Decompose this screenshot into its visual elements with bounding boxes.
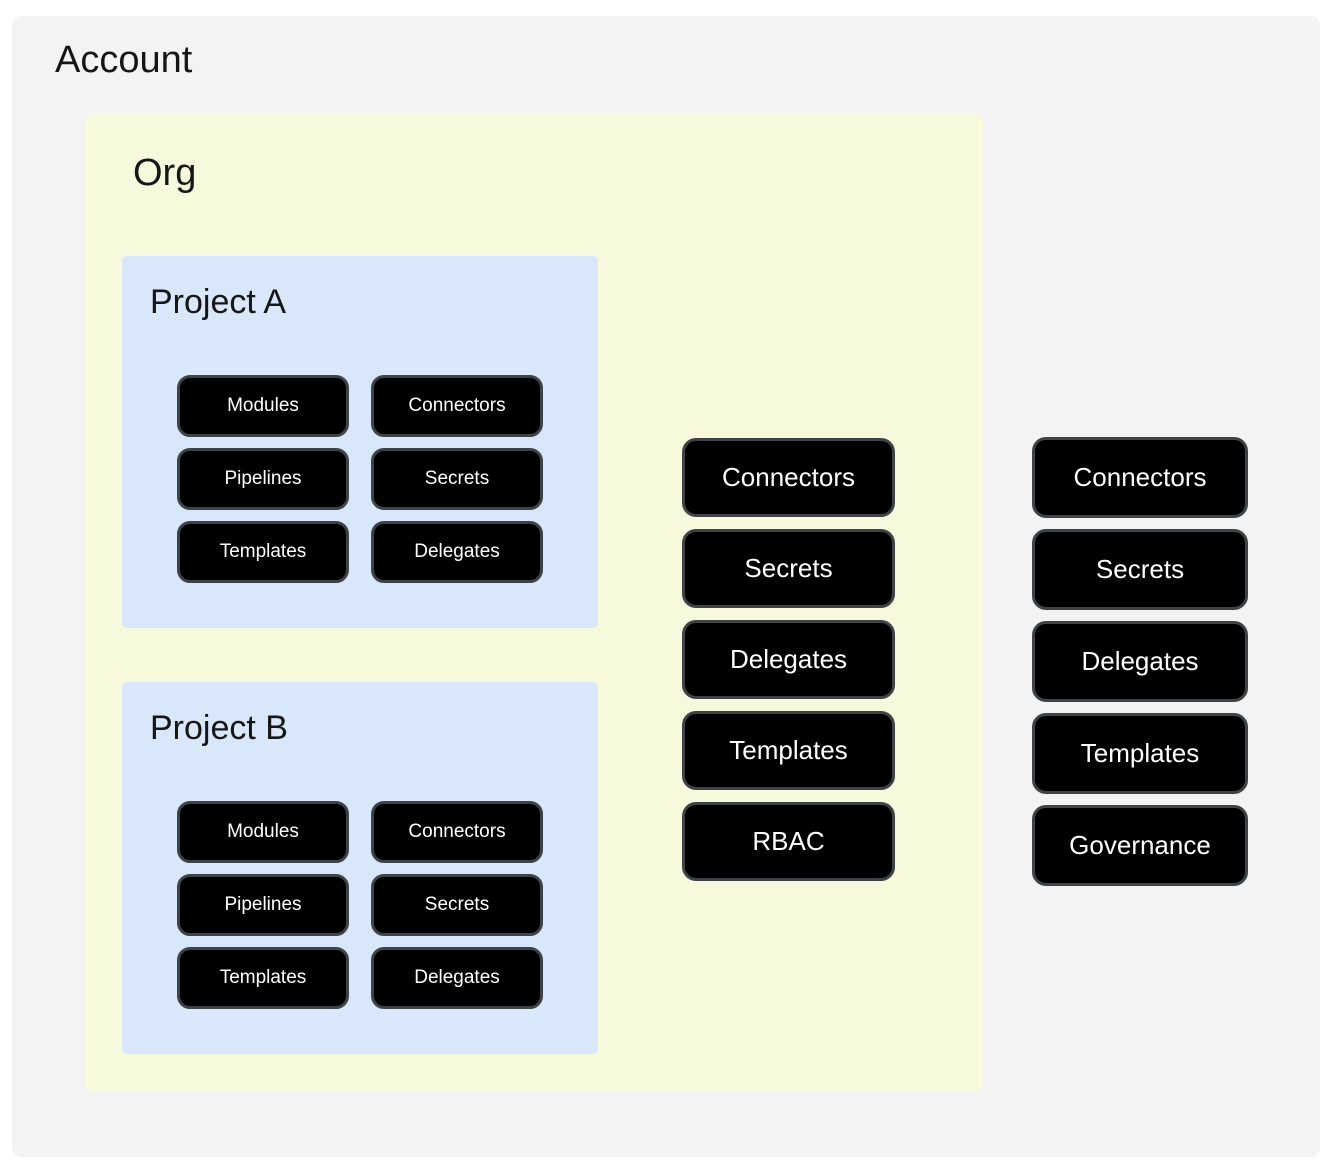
org-container: Org Project A Modules Connectors Pipelin…: [85, 113, 983, 1092]
project-b-container: Project B Modules Connectors Pipelines S…: [122, 682, 598, 1054]
project-a-resource-grid: Modules Connectors Pipelines Secrets Tem…: [177, 375, 543, 583]
node-account-connectors[interactable]: Connectors: [1032, 437, 1248, 518]
org-resource-column: Connectors Secrets Delegates Templates R…: [682, 438, 895, 881]
node-project-a-modules[interactable]: Modules: [177, 375, 349, 437]
node-project-a-pipelines[interactable]: Pipelines: [177, 448, 349, 510]
project-b-resource-grid: Modules Connectors Pipelines Secrets Tem…: [177, 801, 543, 1009]
project-a-container: Project A Modules Connectors Pipelines S…: [122, 256, 598, 628]
node-project-b-connectors[interactable]: Connectors: [371, 801, 543, 863]
node-project-a-delegates[interactable]: Delegates: [371, 521, 543, 583]
org-title: Org: [133, 152, 197, 194]
node-org-secrets[interactable]: Secrets: [682, 529, 895, 608]
node-account-secrets[interactable]: Secrets: [1032, 529, 1248, 610]
node-org-delegates[interactable]: Delegates: [682, 620, 895, 699]
account-container: Account Org Project A Modules Connectors…: [12, 16, 1320, 1157]
node-account-governance[interactable]: Governance: [1032, 805, 1248, 886]
node-project-b-templates[interactable]: Templates: [177, 947, 349, 1009]
account-resource-column: Connectors Secrets Delegates Templates G…: [1032, 437, 1248, 886]
node-project-a-connectors[interactable]: Connectors: [371, 375, 543, 437]
node-org-connectors[interactable]: Connectors: [682, 438, 895, 517]
node-project-b-modules[interactable]: Modules: [177, 801, 349, 863]
node-project-a-templates[interactable]: Templates: [177, 521, 349, 583]
node-project-b-pipelines[interactable]: Pipelines: [177, 874, 349, 936]
project-a-title: Project A: [150, 283, 287, 321]
node-account-templates[interactable]: Templates: [1032, 713, 1248, 794]
node-project-b-delegates[interactable]: Delegates: [371, 947, 543, 1009]
node-account-delegates[interactable]: Delegates: [1032, 621, 1248, 702]
node-org-templates[interactable]: Templates: [682, 711, 895, 790]
node-project-b-secrets[interactable]: Secrets: [371, 874, 543, 936]
node-org-rbac[interactable]: RBAC: [682, 802, 895, 881]
account-title: Account: [55, 39, 193, 81]
node-project-a-secrets[interactable]: Secrets: [371, 448, 543, 510]
project-b-title: Project B: [150, 709, 288, 747]
